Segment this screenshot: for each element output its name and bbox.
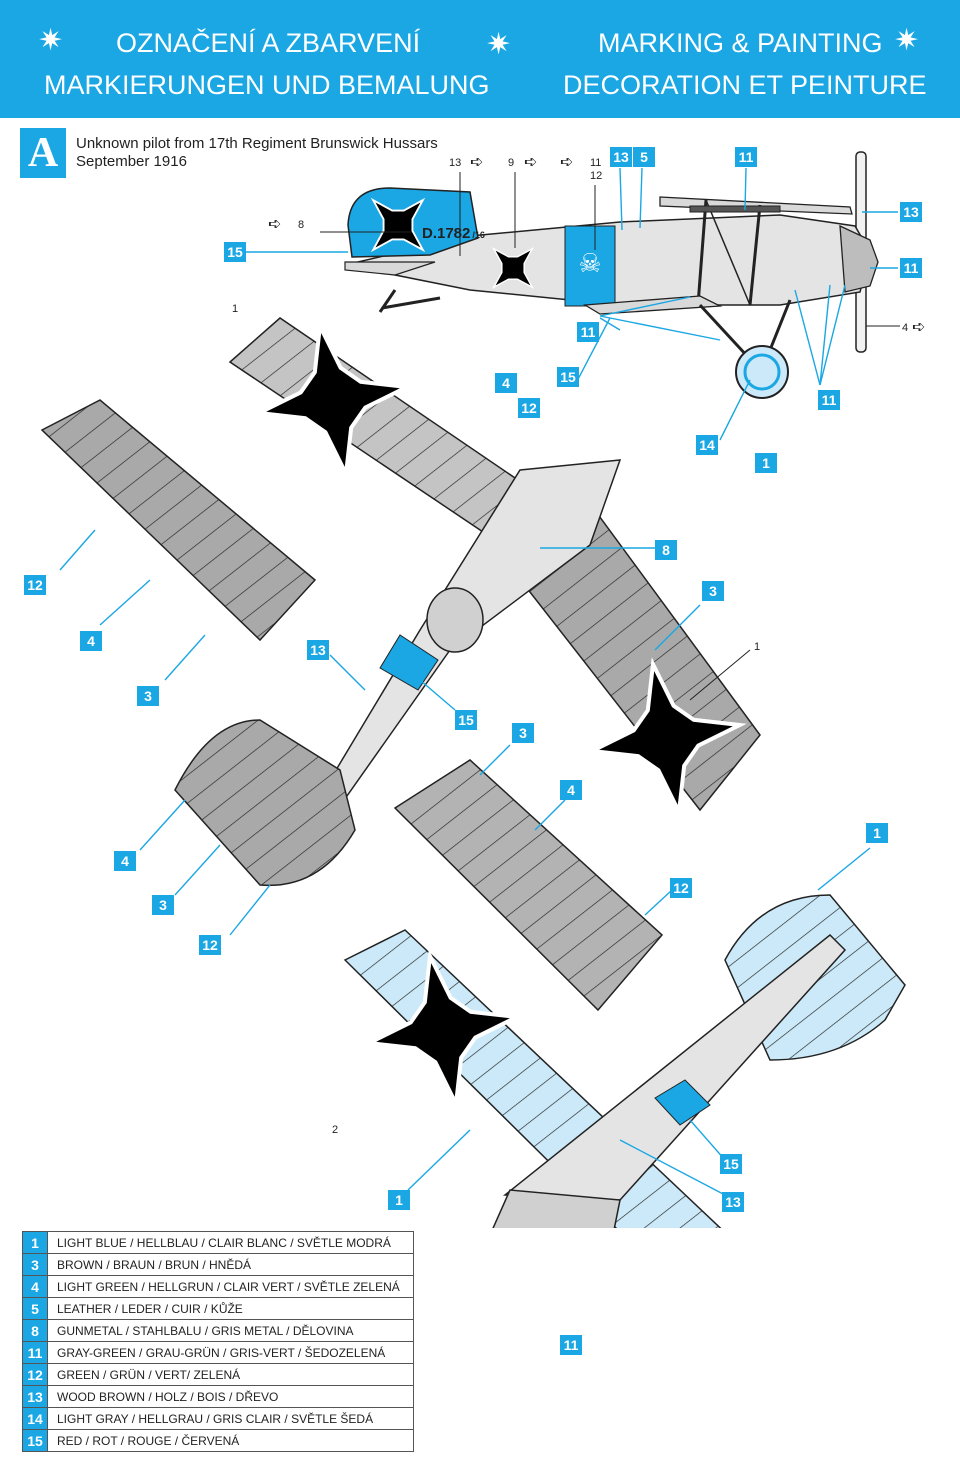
callout-number: 13 xyxy=(610,147,632,167)
header-band: ✷ OZNAČENÍ A ZBARVENÍ ✷ MARKING & PAINTI… xyxy=(0,0,960,118)
callout-number: 4 xyxy=(80,631,102,651)
callout-number: 15 xyxy=(224,242,246,262)
top-view xyxy=(40,317,761,1012)
star-icon: ✷ xyxy=(486,28,512,61)
wheel-hub xyxy=(743,353,781,391)
title-de: MARKIERUNGEN UND BEMALUNG xyxy=(44,70,490,100)
bottom-view xyxy=(343,894,906,1228)
callout-number: 12 xyxy=(518,398,540,418)
title-en: MARKING & PAINTING xyxy=(598,28,883,58)
scheme-letter-badge: A xyxy=(20,128,66,178)
callout-number: 4 xyxy=(560,780,582,800)
callout-number: 12 xyxy=(670,878,692,898)
callout-number: 8 xyxy=(655,540,677,560)
callout-number: 11 xyxy=(577,322,599,342)
side-ref-lines xyxy=(320,172,900,327)
arrow-right-icon: ➪ xyxy=(560,152,573,171)
fuselage-band xyxy=(564,225,616,307)
star-icon: ✷ xyxy=(894,24,920,57)
scheme-caption-line1: Unknown pilot from 17th Regiment Brunswi… xyxy=(76,135,438,152)
bottom-fuselage xyxy=(502,933,847,1201)
guns xyxy=(689,205,781,213)
side-view: ☠ xyxy=(344,151,879,399)
bottom-fuselage-band xyxy=(654,1079,711,1126)
callout-number: 12 xyxy=(199,935,221,955)
top-leaders xyxy=(59,529,701,936)
side-leaders xyxy=(246,167,898,441)
fuselage-band-top xyxy=(379,634,439,691)
callout-number: 11 xyxy=(900,258,922,278)
svg-text:8: 8 xyxy=(298,219,304,231)
callout-number: 14 xyxy=(696,435,718,455)
skull-icon: ☠ xyxy=(578,249,601,279)
arrow-right-icon: ➪ xyxy=(470,152,483,171)
cockpit xyxy=(426,587,484,653)
callout-number: 3 xyxy=(137,686,159,706)
svg-text:1: 1 xyxy=(232,303,238,315)
svg-text:13: 13 xyxy=(449,157,461,169)
callout-number: 15 xyxy=(557,367,579,387)
callout-number: 1 xyxy=(755,453,777,473)
star-icon: ✷ xyxy=(38,24,64,57)
title-cz: OZNAČENÍ A ZBARVENÍ xyxy=(116,28,421,58)
callout-number: 1 xyxy=(388,1190,410,1210)
arrow-right-icon: ➪ xyxy=(912,317,925,336)
callout-number: 15 xyxy=(720,1154,742,1174)
arrow-icons: ➪ ➪ ➪ ➪ ➪ xyxy=(268,152,925,336)
svg-text:4: 4 xyxy=(902,322,908,334)
bottom-ref: 2 xyxy=(332,1124,338,1136)
serial-text: D.1782/16 xyxy=(422,225,485,242)
callout-number: 15 xyxy=(455,710,477,730)
top-ref: 1 xyxy=(754,641,760,653)
callout-number: 13 xyxy=(307,640,329,660)
scheme-caption-line2: September 1916 xyxy=(76,153,187,170)
callout-number: 11 xyxy=(735,147,757,167)
callout-number: 5 xyxy=(633,147,655,167)
callout-number: 13 xyxy=(722,1192,744,1212)
strut xyxy=(696,199,708,306)
callout-number: 3 xyxy=(152,895,174,915)
callout-number: 13 xyxy=(900,202,922,222)
strut xyxy=(748,204,762,306)
callout-number: 3 xyxy=(512,723,534,743)
callout-number: 12 xyxy=(24,575,46,595)
callout-number: 4 xyxy=(495,373,517,393)
tail-skid xyxy=(381,296,441,310)
arrow-right-icon: ➪ xyxy=(268,214,281,233)
aircraft-drawings: ☠ D.1782/16 xyxy=(40,151,925,1228)
bottom-nose xyxy=(492,1189,621,1228)
arrow-right-icon: ➪ xyxy=(524,152,537,171)
callout-number: 11 xyxy=(560,1335,582,1355)
svg-text:11: 11 xyxy=(590,157,601,169)
strut xyxy=(705,199,751,306)
svg-text:9: 9 xyxy=(508,157,514,169)
tailplane-side xyxy=(344,261,436,276)
title-fr: DECORATION ET PEINTURE xyxy=(563,70,927,100)
callout-number: 11 xyxy=(818,390,840,410)
callout-number: 3 xyxy=(702,581,724,601)
top-ref-line xyxy=(689,649,751,701)
side-refs: 13 9 11 12 8 4 1 xyxy=(232,157,908,334)
nose-cowl xyxy=(839,224,879,293)
bottom-leaders xyxy=(407,847,871,1196)
svg-text:12: 12 xyxy=(590,170,602,182)
callout-number: 4 xyxy=(114,851,136,871)
callout-number: 1 xyxy=(866,823,888,843)
